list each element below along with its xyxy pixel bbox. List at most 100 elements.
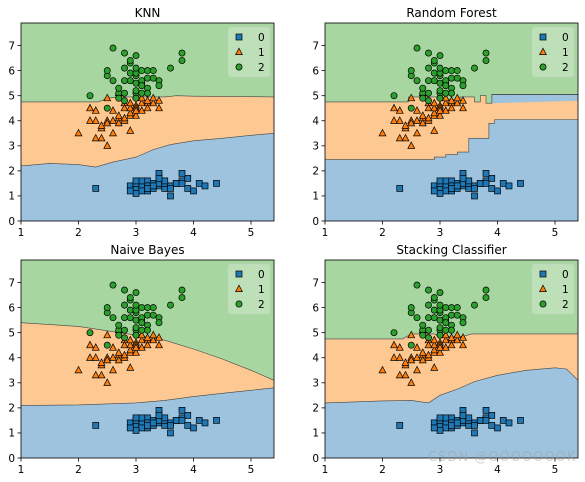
point-class-0 xyxy=(430,424,438,432)
x-tick-label: 1 xyxy=(18,464,25,476)
y-tick-label: 1 xyxy=(8,191,15,203)
point-class-2 xyxy=(86,329,94,337)
point-class-0 xyxy=(494,424,501,432)
point-class-1 xyxy=(407,93,416,102)
point-class-1 xyxy=(395,353,404,361)
point-class-2 xyxy=(413,44,421,52)
point-class-2 xyxy=(144,89,151,97)
boundary-1-2 xyxy=(21,95,274,103)
x-tick-label: 3 xyxy=(437,227,444,239)
point-class-2 xyxy=(436,289,444,297)
point-class-0 xyxy=(482,407,490,414)
point-class-0 xyxy=(149,182,157,190)
axes-frame xyxy=(20,22,275,222)
legend-label: 2 xyxy=(258,299,265,311)
y-tick-label: 5 xyxy=(312,327,319,339)
point-class-1 xyxy=(137,93,146,102)
point-class-1 xyxy=(114,118,123,127)
point-class-2 xyxy=(436,324,444,332)
point-class-2 xyxy=(471,64,478,72)
point-class-0 xyxy=(213,417,220,424)
point-class-0 xyxy=(190,424,197,432)
point-class-2 xyxy=(442,89,450,97)
point-class-1 xyxy=(74,365,83,374)
point-class-0 xyxy=(436,414,444,422)
point-class-1 xyxy=(86,116,94,124)
y-tick-label: 4 xyxy=(8,116,15,128)
point-class-2 xyxy=(436,316,444,324)
point-class-2 xyxy=(138,326,146,334)
point-class-2 xyxy=(138,67,146,75)
point-class-1 xyxy=(436,106,444,114)
region-class-0 xyxy=(325,367,578,458)
point-class-1 xyxy=(390,116,398,124)
point-class-1 xyxy=(86,353,94,361)
point-class-2 xyxy=(121,77,128,85)
region-class-0 xyxy=(21,133,274,221)
point-class-2 xyxy=(430,294,438,302)
point-class-2 xyxy=(442,326,450,334)
point-class-1 xyxy=(424,103,433,112)
point-class-1 xyxy=(395,106,404,114)
legend-marker-2 xyxy=(539,63,547,71)
point-class-1 xyxy=(149,93,158,102)
point-class-0 xyxy=(184,185,192,192)
point-class-0 xyxy=(132,414,140,422)
point-class-1 xyxy=(120,113,129,122)
point-class-1 xyxy=(453,98,462,107)
y-tick-label: 7 xyxy=(8,277,15,289)
point-class-0 xyxy=(453,419,461,427)
point-class-1 xyxy=(430,335,439,344)
point-class-2 xyxy=(482,57,490,65)
y-tick-label: 2 xyxy=(312,403,319,415)
point-class-2 xyxy=(149,67,157,75)
legend-marker-1 xyxy=(539,47,547,55)
point-class-2 xyxy=(121,286,128,294)
point-class-1 xyxy=(143,103,152,112)
point-class-2 xyxy=(436,94,444,102)
subplot-title: KNN xyxy=(135,6,161,20)
point-class-1 xyxy=(137,343,146,351)
legend-label: 0 xyxy=(258,269,265,281)
point-class-2 xyxy=(482,49,490,57)
point-class-2 xyxy=(178,286,186,294)
boundary-0-1 xyxy=(325,367,578,404)
legend-label: 0 xyxy=(562,269,569,281)
point-class-1 xyxy=(137,106,146,114)
point-class-0 xyxy=(161,177,169,185)
y-tick-label: 2 xyxy=(8,403,15,415)
point-class-1 xyxy=(401,370,410,379)
point-class-0 xyxy=(184,412,192,419)
point-class-2 xyxy=(132,79,140,87)
y-tick-label: 0 xyxy=(312,453,319,465)
point-class-2 xyxy=(453,304,461,312)
point-class-2 xyxy=(448,67,455,75)
x-tick-label: 3 xyxy=(133,227,140,239)
point-class-1 xyxy=(132,343,140,351)
point-class-1 xyxy=(86,103,94,112)
point-class-2 xyxy=(459,82,467,90)
point-class-2 xyxy=(482,286,490,294)
point-class-1 xyxy=(395,133,404,142)
point-class-2 xyxy=(109,281,117,289)
point-class-0 xyxy=(213,180,220,187)
point-class-1 xyxy=(430,126,439,134)
point-class-1 xyxy=(401,358,410,366)
point-class-0 xyxy=(488,185,496,192)
point-class-1 xyxy=(459,333,467,341)
point-class-0 xyxy=(396,422,404,429)
point-class-1 xyxy=(143,340,152,349)
point-class-2 xyxy=(86,92,94,100)
point-class-2 xyxy=(132,331,140,339)
x-tick-label: 4 xyxy=(190,464,197,476)
point-class-2 xyxy=(121,64,128,72)
point-class-1 xyxy=(120,340,129,349)
point-class-1 xyxy=(407,118,416,127)
point-class-1 xyxy=(109,128,117,137)
point-class-2 xyxy=(144,74,151,82)
point-class-1 xyxy=(459,103,467,112)
point-class-1 xyxy=(126,345,135,354)
point-class-2 xyxy=(448,311,455,319)
boundary-0-1 xyxy=(21,133,274,168)
legend-label: 1 xyxy=(562,47,569,59)
